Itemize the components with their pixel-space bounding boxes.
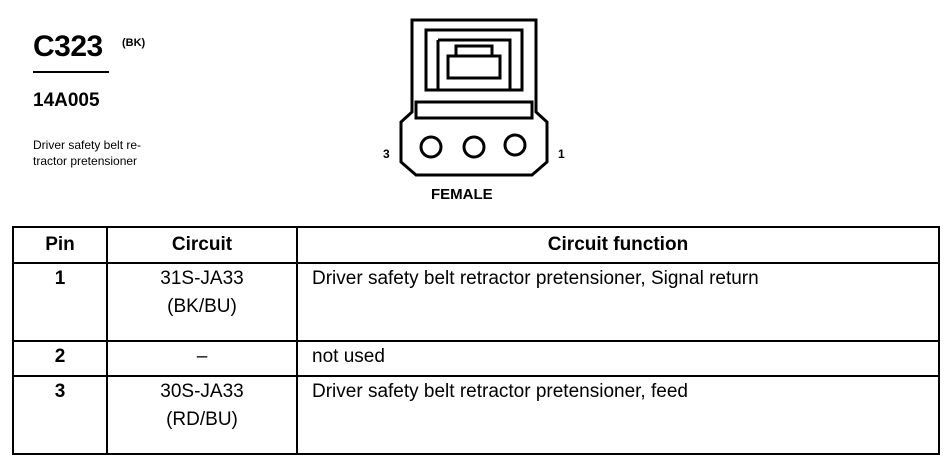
connector-face-drawing <box>399 18 549 177</box>
cell-pin: 3 <box>12 375 108 455</box>
connector-description: Driver safety belt re- tractor pretensio… <box>33 138 203 169</box>
keying-slot <box>414 100 534 120</box>
part-number: 14A005 <box>33 90 100 111</box>
header-circuit: Circuit <box>106 226 298 264</box>
cell-pin: 2 <box>12 340 108 377</box>
description-line-2: tractor pretensioner <box>33 153 138 168</box>
circuit-number: – <box>196 346 208 367</box>
header-pin: Pin <box>12 226 108 264</box>
cell-circuit: – <box>106 340 298 377</box>
title-underline <box>33 71 109 73</box>
pin-cavity-1 <box>503 133 527 157</box>
pin-3-label: 3 <box>383 147 390 161</box>
latch-tab <box>446 54 502 80</box>
latch-frame-outer <box>424 28 524 92</box>
table-row: 1 31S-JA33 (BK/BU) Driver safety belt re… <box>12 262 940 342</box>
description-line-1: Driver safety belt re- <box>33 138 142 152</box>
table-header-row: Pin Circuit Circuit function <box>12 226 940 264</box>
pinout-table: Pin Circuit Circuit function 1 31S-JA33 … <box>12 226 940 455</box>
cell-circuit: 31S-JA33 (BK/BU) <box>106 262 298 342</box>
header-circuit-function: Circuit function <box>296 226 940 264</box>
table-row: 2 – not used <box>12 340 940 377</box>
pin-cavity-2 <box>462 135 486 159</box>
connector-housing-outline <box>399 18 549 177</box>
circuit-number: 30S-JA33 <box>160 381 244 402</box>
cell-circuit-function: not used <box>296 340 940 377</box>
pin-cavity-3 <box>419 135 443 159</box>
circuit-number: 31S-JA33 <box>160 268 244 289</box>
cell-circuit-function: Driver safety belt retractor pretensione… <box>296 262 940 342</box>
cell-circuit: 30S-JA33 (RD/BU) <box>106 375 298 455</box>
connector-id: C323 <box>33 30 103 63</box>
connector-gender-label: FEMALE <box>431 186 493 203</box>
pin-1-label: 1 <box>558 147 565 161</box>
table-row: 3 30S-JA33 (RD/BU) Driver safety belt re… <box>12 375 940 455</box>
circuit-wire-color: (BK/BU) <box>167 296 237 317</box>
latch-frame-inner <box>438 38 512 90</box>
cell-pin: 1 <box>12 262 108 342</box>
cell-circuit-function: Driver safety belt retractor pretensione… <box>296 375 940 455</box>
circuit-wire-color: (RD/BU) <box>166 409 238 430</box>
connector-color: (BK) <box>122 37 146 49</box>
